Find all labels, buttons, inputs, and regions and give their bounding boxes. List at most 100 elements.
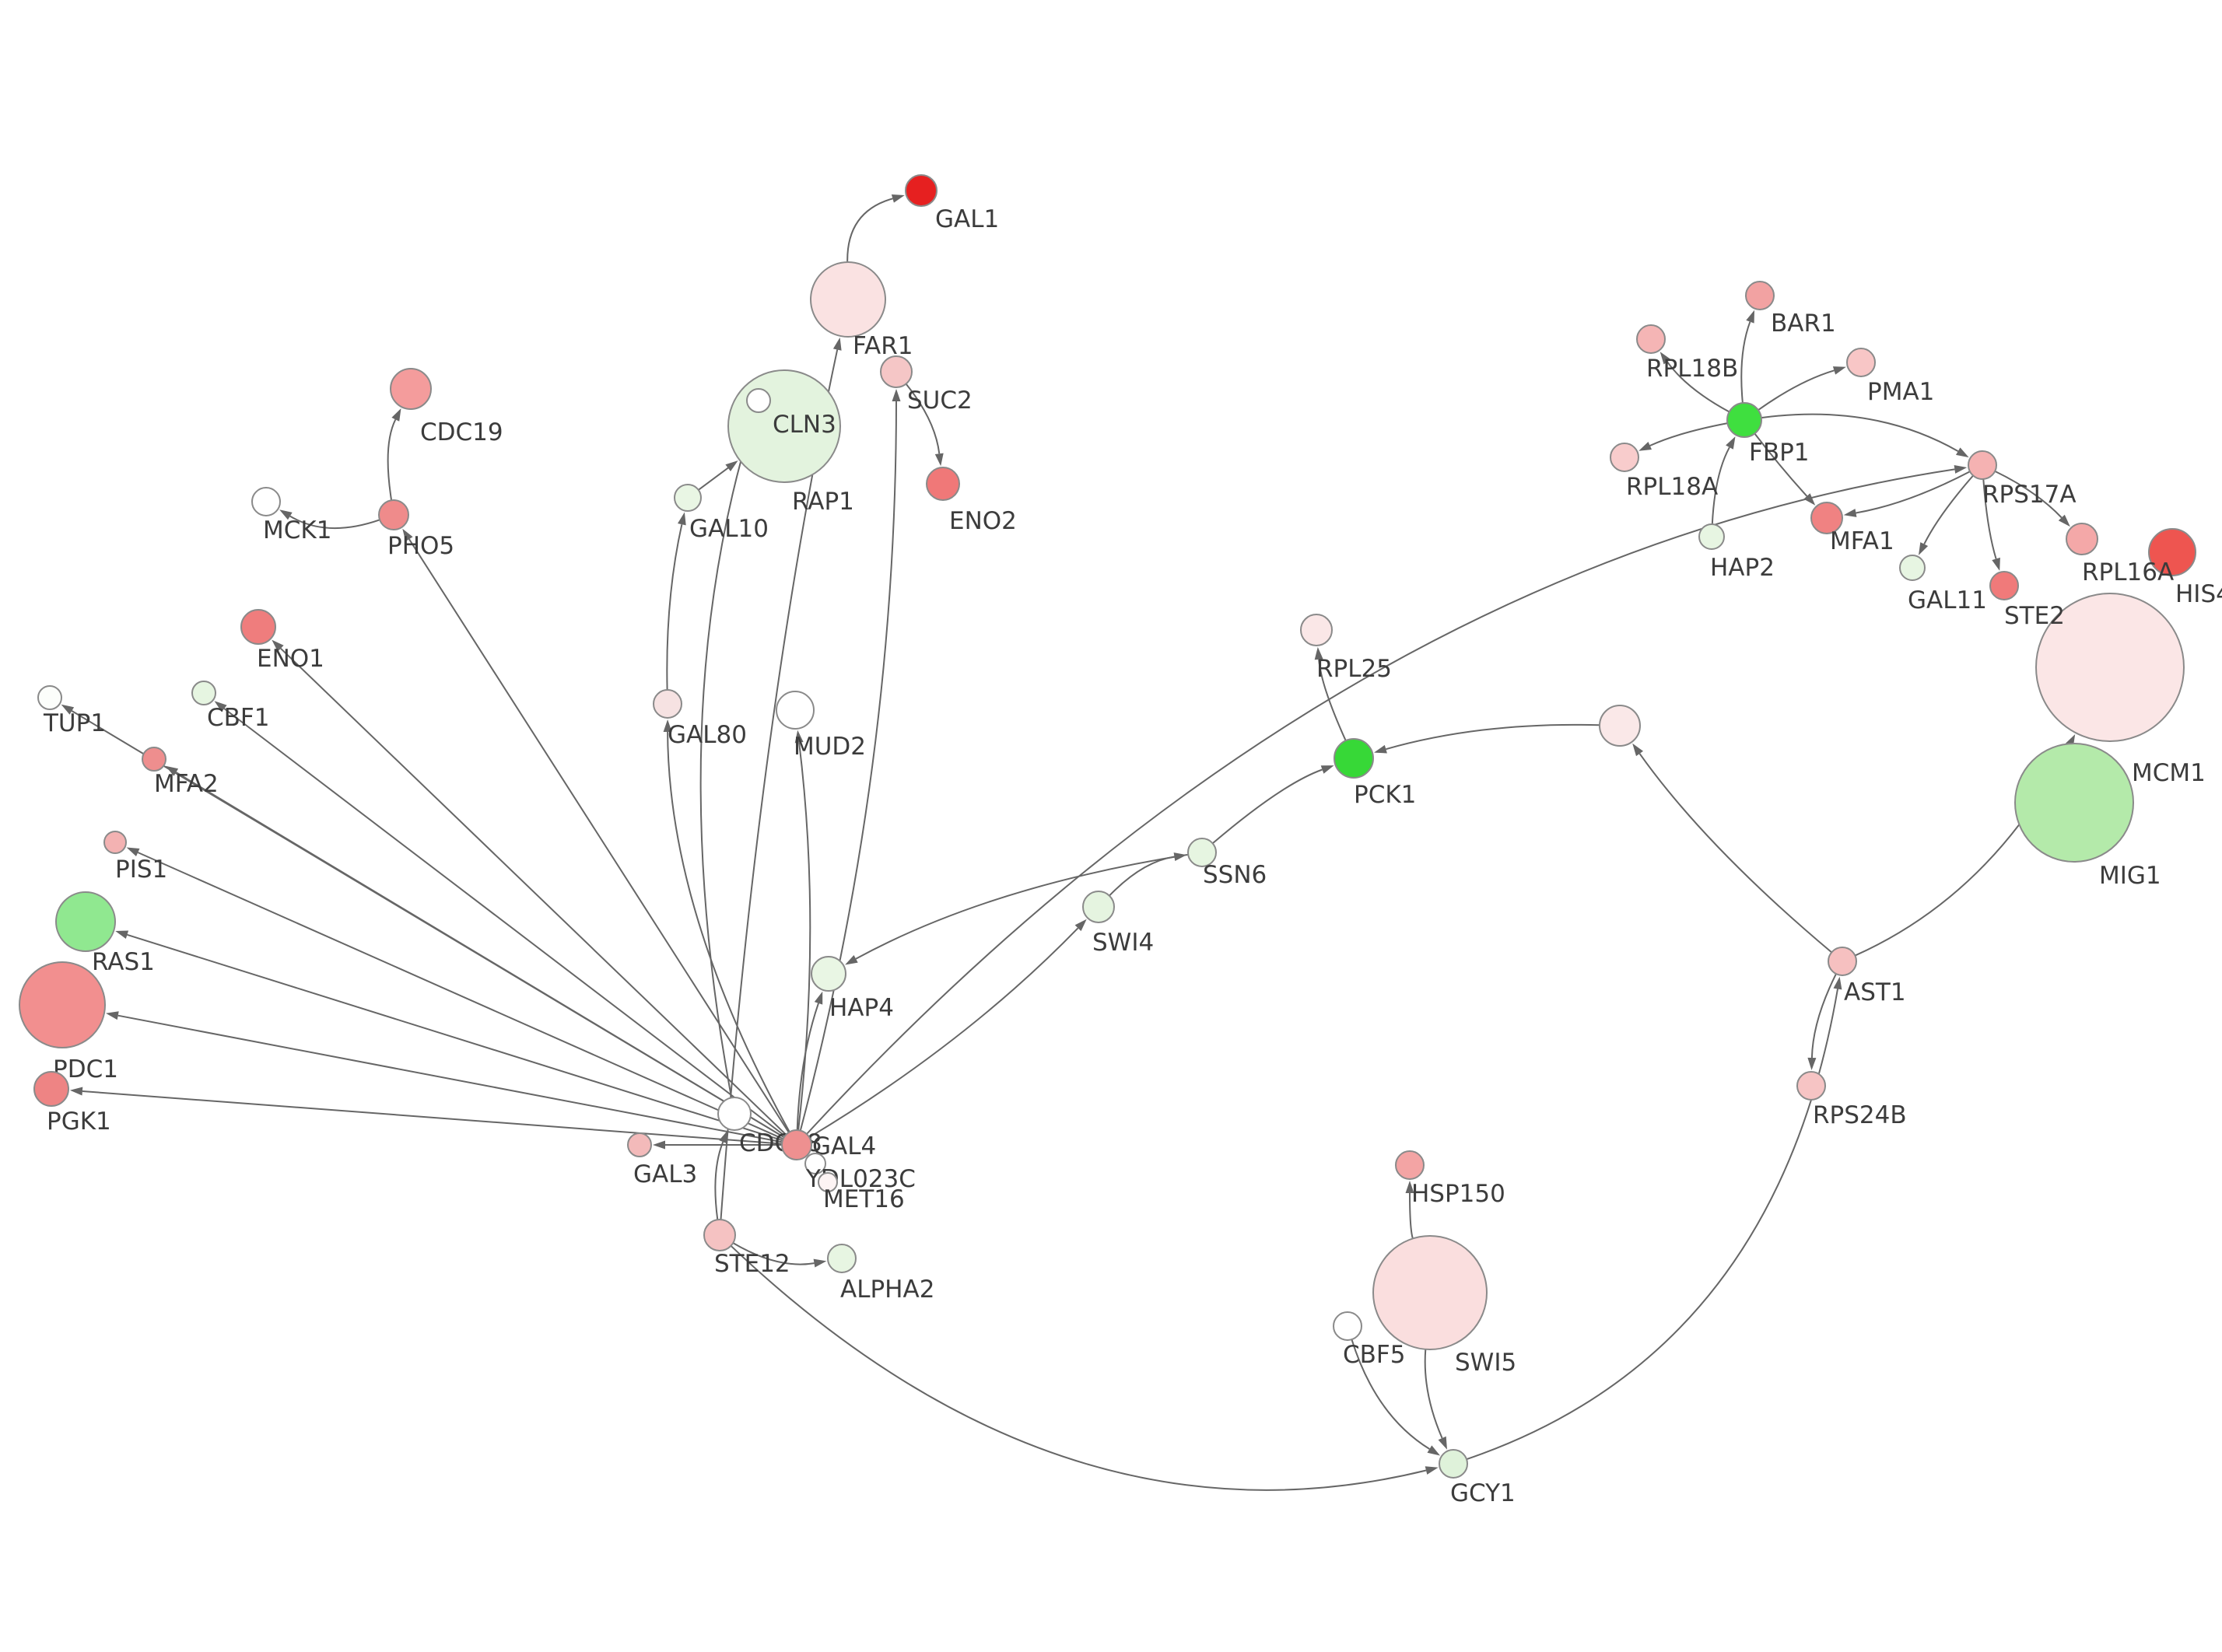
node-his4[interactable] [2148,528,2196,576]
node-bar1[interactable] [1745,281,1775,310]
edge-pho5-mck1[interactable] [289,515,380,530]
node-cbf1[interactable] [191,681,216,705]
edge-gal4-pgk1[interactable] [82,1090,783,1145]
node-gal1[interactable] [905,174,938,207]
node-mud2[interactable] [776,691,815,730]
node-eno2[interactable] [926,467,960,501]
edge-swi5-gcy1[interactable] [1424,1349,1443,1439]
node-ssn6[interactable] [1187,838,1217,867]
edge-fbp1-rpl18b[interactable] [1666,361,1730,413]
node-suc2[interactable] [880,355,913,388]
edge-node1-pck1[interactable] [1386,723,1600,751]
edge-gal80-gal10[interactable] [666,523,683,691]
node-rpl18a[interactable] [1610,443,1639,472]
node-cbf5[interactable] [1333,1311,1362,1341]
edge-pho5-cdc19[interactable] [387,418,397,501]
edge-cbf5-gcy1[interactable] [1351,1339,1430,1450]
edge-ast1-rps24b[interactable] [1810,973,1837,1059]
node-pck1[interactable] [1334,738,1374,779]
edge-gal10-rap1[interactable] [698,466,731,491]
edge-rps17a-gal11[interactable] [1923,474,1974,545]
node-gal3[interactable] [627,1132,652,1157]
edge-gal4-hap4[interactable] [796,1003,819,1131]
node-tup1[interactable] [37,685,62,710]
edge-gal4-suc2[interactable] [799,401,897,1131]
node-node1[interactable] [1599,705,1641,747]
node-hsp150[interactable] [1395,1150,1425,1180]
edge-gal4-pdc1[interactable] [117,1014,783,1143]
edge-swi5-hsp150[interactable] [1409,1192,1414,1239]
edge-gal4-rps17a[interactable] [806,468,1955,1135]
edge-fbp1-rps17a[interactable] [1761,413,1959,452]
node-far1[interactable] [810,261,886,338]
edge-rps17a-mfa1[interactable] [1856,471,1971,514]
node-mig1[interactable] [2014,743,2134,863]
node-cdc28[interactable] [717,1097,752,1131]
node-rps17a[interactable] [1968,450,1997,480]
node-group-rap1: RAP1 [727,369,854,516]
arrowhead-gal10-rap1 [725,460,738,471]
edge-fbp1-pma1[interactable] [1758,369,1835,411]
edge-gal4-mud2[interactable] [797,742,811,1131]
node-cln3[interactable] [746,388,771,413]
node-eno1[interactable] [240,609,276,645]
node-fbp1[interactable] [1726,402,1762,438]
node-gal10[interactable] [674,484,702,512]
edge-gal4-swi4[interactable] [808,927,1079,1139]
edge-ssn6-hap4[interactable] [855,853,1189,960]
edge-gal4-pis1[interactable] [137,852,784,1140]
edge-gal4-mfa2[interactable] [175,772,785,1139]
edge-ast1-node1[interactable] [1638,753,1832,954]
edge-gal4-pho5[interactable] [408,538,790,1133]
edge-gal4-gal80[interactable] [667,731,790,1132]
node-hap4[interactable] [811,956,846,992]
node-mck1[interactable] [251,487,281,516]
node-alpha2[interactable] [827,1244,857,1273]
node-rps24b[interactable] [1796,1071,1826,1101]
node-pho5[interactable] [378,499,409,530]
node-rpl18b[interactable] [1636,324,1666,354]
node-ras1[interactable] [55,891,116,952]
node-mcm1[interactable] [2035,593,2185,742]
edge-gal4-ras1[interactable] [127,933,783,1142]
node-gal11[interactable] [1899,555,1926,581]
node-swi4[interactable] [1082,891,1115,923]
edge-ssn6-pck1[interactable] [1212,768,1323,845]
edge-gal4-eno1[interactable] [280,647,787,1136]
node-ste2[interactable] [1989,571,2019,600]
node-pdc1[interactable] [19,961,106,1048]
node-rpl25[interactable] [1300,614,1333,646]
edge-fbp1-mfa1[interactable] [1754,432,1808,497]
edge-hap2-fbp1[interactable] [1711,446,1730,525]
node-gcy1[interactable] [1439,1449,1468,1479]
edge-cdc28-cln3[interactable] [699,425,752,1098]
edge-rps17a-rpl16a[interactable] [1994,471,2063,519]
edge-suc2-eno2[interactable] [905,383,941,454]
edge-ste12-alpha2[interactable] [732,1242,815,1265]
node-ast1[interactable] [1828,947,1857,976]
node-gal80[interactable] [653,689,682,719]
node-rpl16a[interactable] [2066,523,2098,555]
node-ydl023c[interactable] [804,1153,826,1174]
node-ste12[interactable] [703,1219,736,1251]
edge-fbp1-rpl18a[interactable] [1649,422,1728,446]
edge-gal4-cbf1[interactable] [223,708,786,1137]
node-met16[interactable] [818,1172,838,1192]
node-pis1[interactable] [103,831,127,854]
node-pgk1[interactable] [33,1071,69,1107]
node-swi5[interactable] [1372,1235,1488,1350]
edge-ste12-gcy1[interactable] [730,1245,1427,1491]
node-mfa1[interactable] [1810,502,1843,534]
edge-rps17a-ste2[interactable] [1982,478,1997,559]
node-cdc19[interactable] [390,368,432,410]
edge-fbp1-bar1[interactable] [1740,321,1751,404]
edge-ste12-cdc28[interactable] [714,1141,724,1220]
edge-gcy1-ast1[interactable] [1466,989,1838,1461]
node-gal4[interactable] [781,1129,812,1160]
edge-pck1-rpl25[interactable] [1318,659,1347,741]
node-hap2[interactable] [1698,523,1725,550]
edge-far1-gal1[interactable] [846,198,893,263]
node-mfa2[interactable] [142,747,166,772]
node-pma1[interactable] [1846,348,1876,377]
